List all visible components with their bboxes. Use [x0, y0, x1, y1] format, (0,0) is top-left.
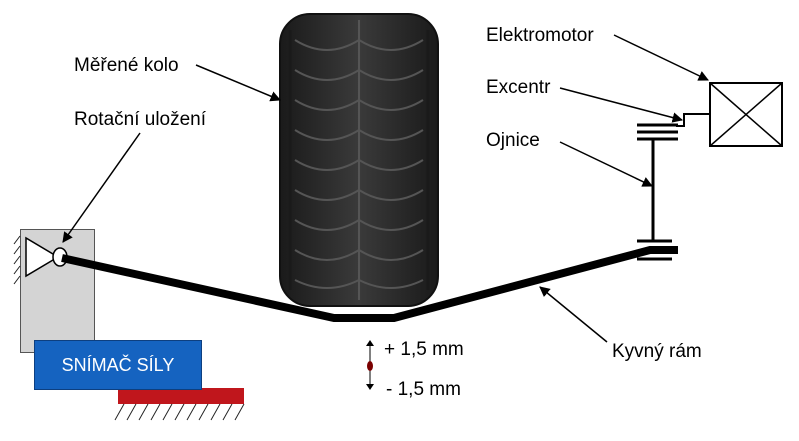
label-eccentric: Excentr — [486, 77, 551, 98]
label-swing-frame: Kyvný rám — [612, 341, 702, 362]
arrow-electric-motor — [613, 34, 709, 81]
arrow-swing-frame — [539, 286, 608, 343]
tire — [279, 13, 439, 307]
label-plus-amplitude: + 1,5 mm — [384, 339, 464, 360]
force-sensor-label: SNÍMAČ SÍLY — [61, 354, 175, 375]
swing-frame — [61, 246, 678, 322]
arrow-measured-wheel — [195, 64, 281, 102]
label-measured-wheel: Měřené kolo — [74, 55, 179, 76]
label-connecting-rod: Ojnice — [486, 130, 540, 151]
wall-hatching — [13, 235, 21, 285]
eccentric — [637, 123, 678, 141]
amplitude-indicator — [366, 340, 374, 390]
ground-hatching — [114, 403, 245, 421]
label-electric-motor: Elektromotor — [486, 25, 594, 46]
motor-shaft — [676, 113, 710, 127]
force-sensor-box — [34, 340, 202, 390]
arrow-eccentric — [559, 87, 684, 123]
pivot-joint — [25, 236, 68, 278]
base-plate — [118, 388, 244, 404]
arrow-rotary-bearing — [62, 132, 141, 243]
label-rotary-bearing: Rotační uložení — [74, 109, 207, 130]
motor-box — [709, 82, 783, 147]
rod-lower-joint — [637, 239, 672, 261]
label-minus-amplitude: - 1,5 mm — [386, 379, 461, 400]
arrow-connecting-rod — [559, 141, 653, 187]
